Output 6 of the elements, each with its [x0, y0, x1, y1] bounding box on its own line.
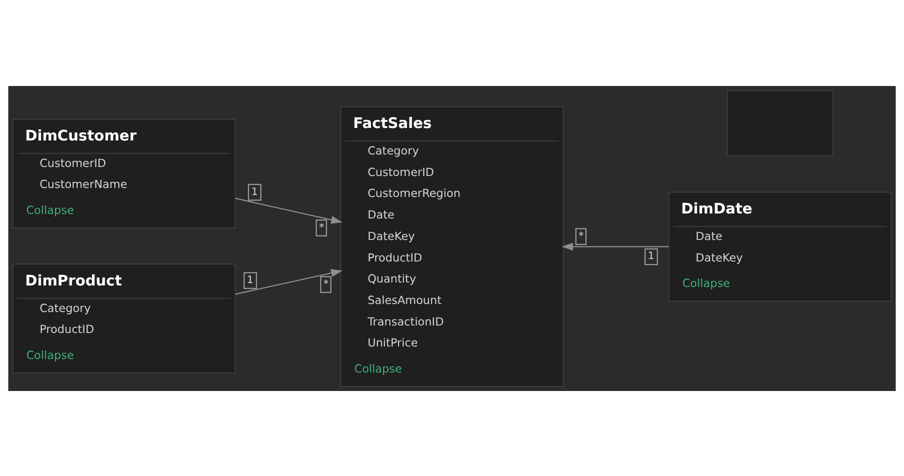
label: * — [319, 222, 324, 233]
label: * — [578, 230, 584, 242]
label: 1 — [251, 186, 258, 198]
label: * — [324, 278, 329, 290]
label: 1 — [246, 274, 254, 286]
label: 1 — [648, 250, 654, 262]
